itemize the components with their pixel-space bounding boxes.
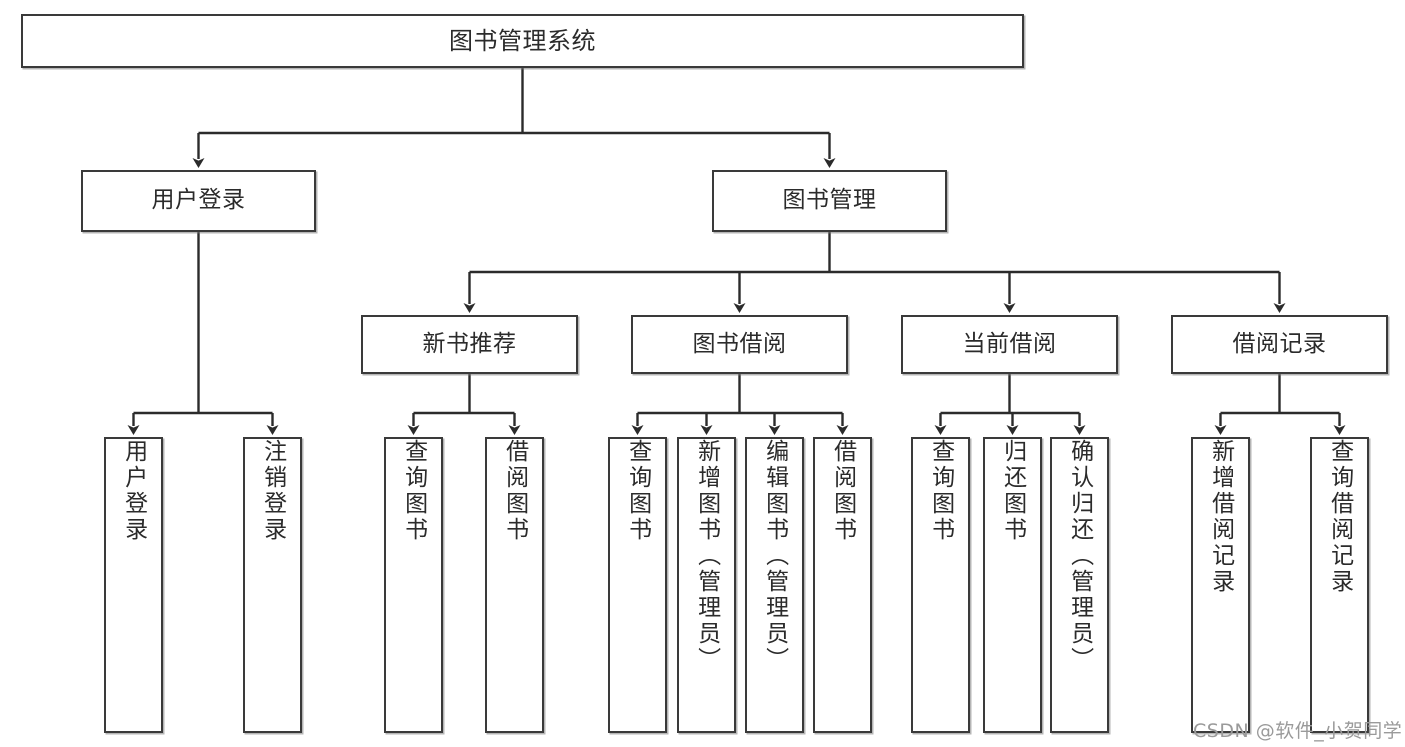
node-l-queryrec[interactable]: 查询借阅记录	[1310, 437, 1369, 733]
node-records[interactable]: 借阅记录	[1171, 315, 1388, 374]
node-label: 新增图书（管理员）	[693, 439, 720, 673]
node-current[interactable]: 当前借阅	[901, 315, 1118, 374]
node-l-query1[interactable]: 查询图书	[384, 437, 443, 733]
node-login[interactable]: 用户登录	[81, 170, 316, 232]
node-label: 借阅图书	[829, 439, 856, 543]
watermark-text: CSDN @软件_小贺同学	[1193, 720, 1403, 742]
node-l-query2[interactable]: 查询图书	[608, 437, 667, 733]
node-label: 新书推荐	[422, 330, 517, 357]
node-newbook[interactable]: 新书推荐	[361, 315, 578, 374]
node-label: 用户登录	[120, 439, 147, 543]
node-label: 图书管理系统	[449, 26, 596, 55]
node-l-logout[interactable]: 注销登录	[243, 437, 302, 733]
node-borrow[interactable]: 图书借阅	[631, 315, 848, 374]
node-l-addbook[interactable]: 新增图书（管理员）	[677, 437, 736, 733]
node-label: 当前借阅	[962, 330, 1057, 357]
node-bookmgmt[interactable]: 图书管理	[712, 170, 947, 232]
node-label: 查询借阅记录	[1326, 439, 1353, 595]
node-label: 注销登录	[259, 439, 286, 543]
node-l-addrec[interactable]: 新增借阅记录	[1191, 437, 1250, 733]
node-label: 归还图书	[999, 439, 1026, 543]
node-label: 图书管理	[782, 187, 877, 214]
node-label: 确认归还（管理员）	[1066, 439, 1093, 673]
node-l-borrow2[interactable]: 借阅图书	[813, 437, 872, 733]
node-label: 编辑图书（管理员）	[761, 439, 788, 673]
node-label: 借阅记录	[1232, 330, 1327, 357]
node-l-confirm[interactable]: 确认归还（管理员）	[1050, 437, 1109, 733]
node-label: 用户登录	[151, 187, 246, 214]
node-l-return[interactable]: 归还图书	[983, 437, 1042, 733]
node-l-borrow1[interactable]: 借阅图书	[485, 437, 544, 733]
node-l-editbook[interactable]: 编辑图书（管理员）	[745, 437, 804, 733]
node-root[interactable]: 图书管理系统	[21, 14, 1024, 68]
node-l-userlogin[interactable]: 用户登录	[104, 437, 163, 733]
node-label: 新增借阅记录	[1207, 439, 1234, 595]
node-label: 查询图书	[624, 439, 651, 543]
node-l-query3[interactable]: 查询图书	[911, 437, 970, 733]
node-label: 借阅图书	[501, 439, 528, 543]
node-label: 查询图书	[400, 439, 427, 543]
node-label: 查询图书	[927, 439, 954, 543]
node-label: 图书借阅	[692, 330, 787, 357]
